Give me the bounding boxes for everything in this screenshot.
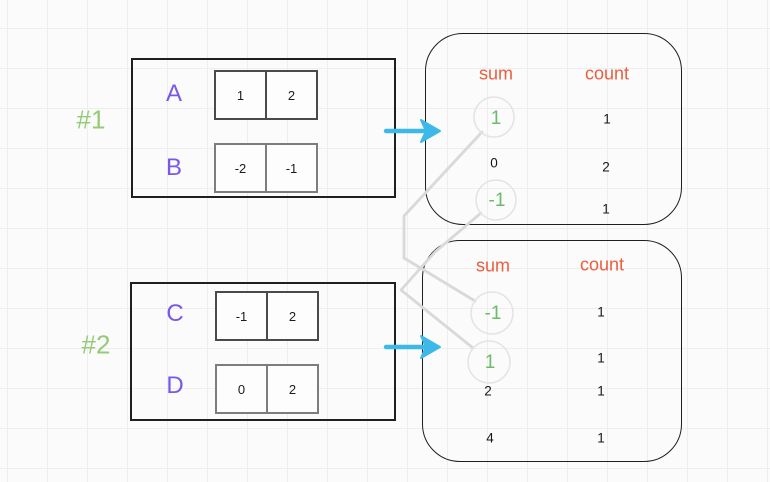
group-1-row-1-sum: 0: [490, 155, 498, 171]
array-c-cells[interactable]: -1 2: [215, 291, 319, 341]
array-b-name: B: [165, 154, 183, 181]
group-2-count-header: count: [579, 254, 625, 275]
array-b-cells[interactable]: -2 -1: [214, 143, 318, 193]
group-1-sum-header: sum: [478, 63, 514, 84]
array-b-cell-1: -1: [266, 143, 318, 193]
group-1-label[interactable]: #1: [76, 104, 106, 135]
group-1-row-2-sum: -1: [488, 190, 506, 211]
group-2-row-2-count: 1: [597, 383, 605, 399]
array-c-cell-0: -1: [215, 291, 268, 341]
array-a-cell-1: 2: [266, 70, 318, 120]
group-2-sum-header: sum: [475, 255, 511, 276]
group-1-row-0-sum: 1: [490, 108, 502, 129]
array-b-cell-0: -2: [214, 143, 267, 193]
group-1-result-table[interactable]: sum count 1 1 0 2 -1 1: [425, 33, 682, 225]
group-2-row-1-sum: 1: [484, 352, 496, 373]
array-d-cell-1: 2: [267, 364, 319, 414]
group-2-row-3-sum: 4: [486, 430, 494, 446]
array-d-name: D: [166, 372, 184, 399]
array-a-name: A: [165, 80, 183, 107]
array-d-cells[interactable]: 0 2: [215, 364, 319, 414]
group-1-count-header: count: [584, 63, 630, 84]
group-1-row-1-count: 2: [602, 159, 610, 175]
group-2-label[interactable]: #2: [81, 329, 111, 360]
group-1-arrays-box[interactable]: A 1 2 B -2 -1: [131, 58, 396, 198]
array-a-cell-0: 1: [214, 70, 267, 120]
group-2-row-0-count: 1: [597, 304, 605, 320]
group-2-row-3-count: 1: [597, 430, 605, 446]
array-c-cell-1: 2: [267, 291, 319, 341]
group-2-row-2-sum: 2: [484, 383, 492, 399]
group-2-arrays-box[interactable]: C -1 2 D 0 2: [130, 282, 396, 421]
array-a-cells[interactable]: 1 2: [214, 70, 318, 120]
group-1-row-2-count: 1: [602, 201, 610, 217]
group-2-row-0-sum: -1: [484, 303, 502, 324]
array-d-cell-0: 0: [215, 364, 268, 414]
group-2-row-1-count: 1: [597, 350, 605, 366]
group-2-result-table[interactable]: sum count -1 1 1 1 2 1 4 1: [422, 240, 682, 462]
array-c-name: C: [166, 300, 184, 327]
group-1-row-0-count: 1: [603, 111, 611, 127]
